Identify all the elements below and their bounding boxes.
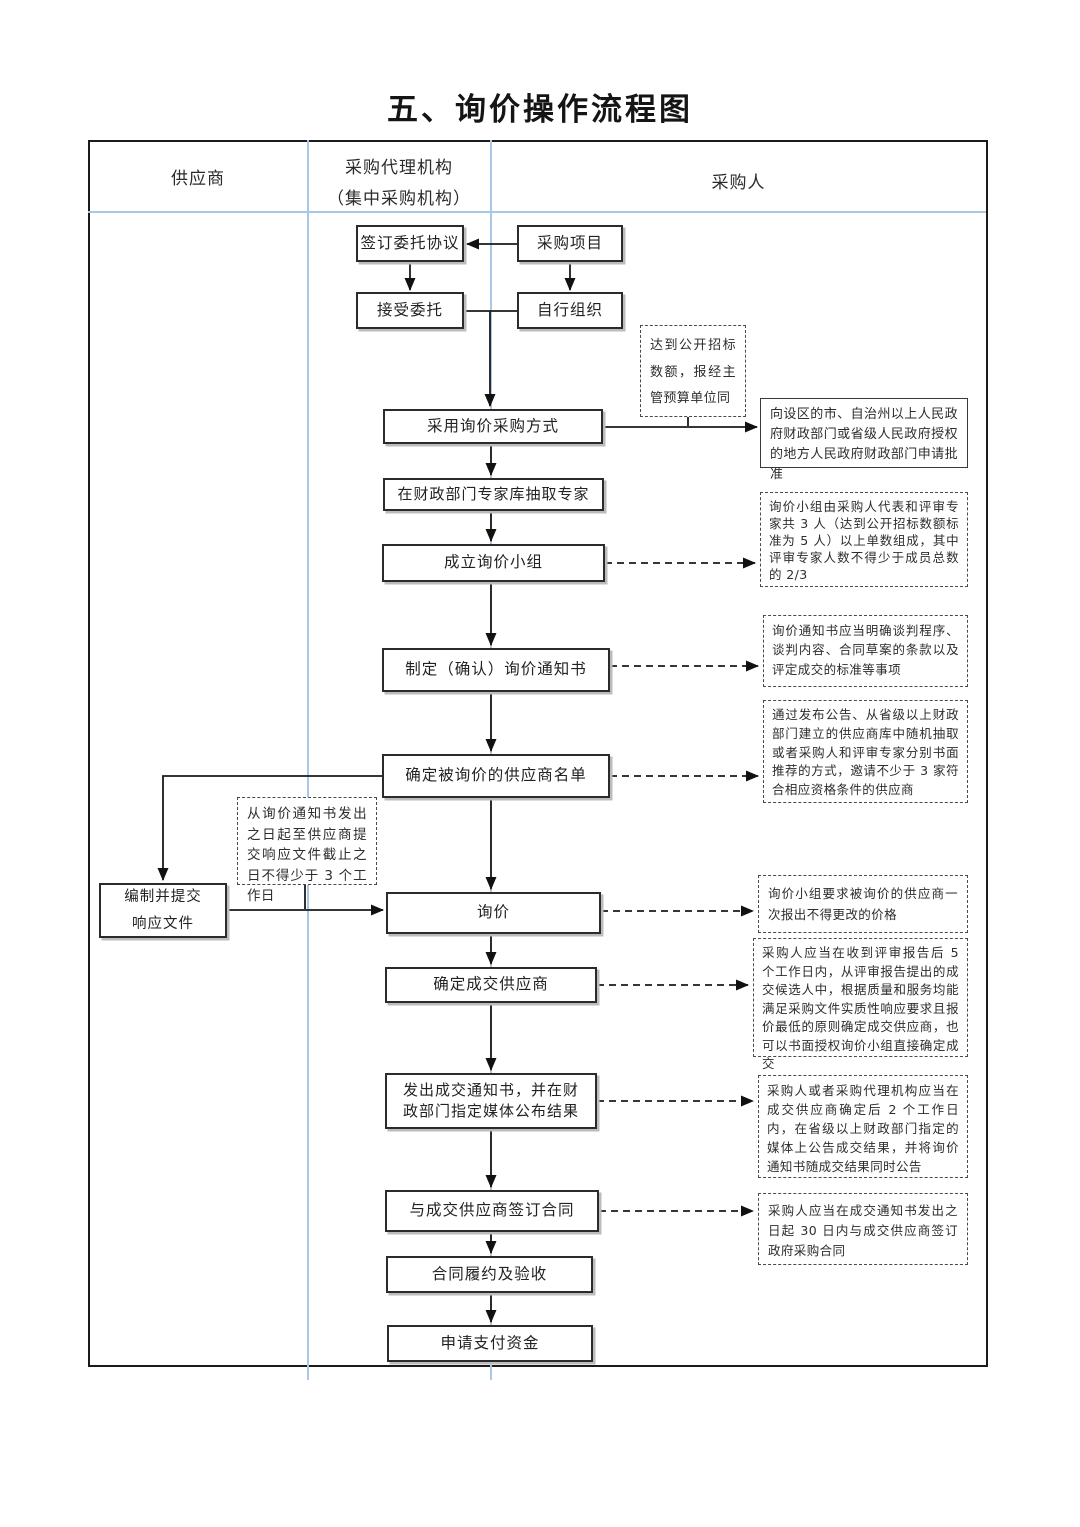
lane-label-agency: 采购代理机构 （集中采购机构） (308, 153, 490, 214)
lane-header-divider (88, 211, 986, 213)
lane-label-supplier: 供应商 (171, 169, 225, 189)
flow-box-self-organize: 自行组织 (517, 292, 623, 329)
flow-box-determine-winning-supplier: 确定成交供应商 (385, 967, 597, 1003)
flow-box-prepare-response-line1: 编制并提交 (124, 888, 202, 905)
flow-box-inquiry-label: 询价 (476, 903, 510, 922)
flow-box-form-inquiry-team: 成立询价小组 (382, 544, 605, 582)
flow-box-issue-award-notice: 发出成交通知书，并在财政部门指定媒体公布结果 (385, 1073, 597, 1129)
note-contract-deadline: 采购人应当在成交通知书发出之日起 30 日内与成交供应商签订政府采购合同 (758, 1193, 968, 1265)
lane-label-agency-line2: （集中采购机构） (327, 188, 471, 209)
note-result-announcement: 采购人或者采购代理机构应当在成交供应商确定后 2 个工作日内，在省级以上财政部门… (758, 1075, 968, 1178)
note-team-composition: 询价小组由采购人代表和评审专家共 3 人（达到公开招标数额标准为 5 人）以上单… (760, 492, 968, 587)
flow-box-contract-performance-label: 合同履约及验收 (431, 1264, 548, 1283)
flow-box-contract-performance: 合同履约及验收 (386, 1256, 593, 1293)
flow-box-form-inquiry-team-label: 成立询价小组 (443, 553, 543, 572)
flow-box-inquiry: 询价 (386, 892, 601, 934)
flow-box-sign-agreement: 签订委托协议 (356, 225, 464, 262)
flow-box-self-organize-label: 自行组织 (536, 300, 603, 319)
flow-box-determine-supplier-list-label: 确定被询价的供应商名单 (405, 766, 587, 785)
note-supplier-selection: 通过发布公告、从省级以上财政部门建立的供应商库中随机抽取或者采购人和评审专家分别… (763, 700, 968, 803)
lane-label-agency-line1: 采购代理机构 (345, 158, 453, 178)
flow-box-procurement-project-label: 采购项目 (536, 233, 603, 252)
note-apply-approval: 向设区的市、自治州以上人民政府财政部门或省级人民政府授权的地方人民政府财政部门申… (760, 398, 968, 482)
flow-box-draw-experts: 在财政部门专家库抽取专家 (383, 478, 604, 511)
flow-box-sign-contract-label: 与成交供应商签订合同 (409, 1201, 575, 1220)
note-response-deadline: 从询价通知书发出之日起至供应商提交响应文件截止之日不得少于 3 个工作日 (237, 797, 377, 904)
note-over-threshold: 达到公开招标数额，报经主管预算单位同 (640, 325, 746, 417)
flow-box-sign-contract: 与成交供应商签订合同 (385, 1190, 599, 1232)
page-title: 五、询价操作流程图 (387, 92, 693, 128)
flow-box-adopt-inquiry-method: 采用询价采购方式 (383, 409, 603, 444)
flow-box-sign-agreement-label: 签订委托协议 (360, 233, 460, 252)
flow-box-apply-payment: 申请支付资金 (387, 1325, 593, 1362)
flow-box-issue-award-notice-label: 发出成交通知书，并在财政部门指定媒体公布结果 (402, 1081, 579, 1120)
flow-box-determine-supplier-list: 确定被询价的供应商名单 (382, 754, 610, 798)
note-winner-determination: 采购人应当在收到评审报告后 5 个工作日内，从评审报告提出的成交候选人中，根据质… (753, 938, 968, 1071)
flow-box-adopt-inquiry-method-label: 采用询价采购方式 (426, 416, 559, 435)
lane-label-purchaser: 采购人 (711, 173, 766, 193)
flow-box-accept-entrustment-label: 接受委托 (376, 300, 443, 319)
flow-box-determine-winning-supplier-label: 确定成交供应商 (433, 975, 549, 994)
flow-box-apply-payment-label: 申请支付资金 (440, 1333, 540, 1352)
flow-box-make-inquiry-notice: 制定（确认）询价通知书 (382, 648, 610, 692)
diagram-frame (88, 140, 988, 1367)
lane-divider-supplier-agency (307, 140, 309, 1380)
note-one-time-quote: 询价小组要求被询价的供应商一次报出不得更改的价格 (758, 875, 968, 933)
flow-box-prepare-response-line2: 响应文件 (132, 916, 194, 932)
flow-box-prepare-response: 编制并提交 响应文件 (99, 883, 227, 938)
flow-box-make-inquiry-notice-label: 制定（确认）询价通知书 (405, 660, 587, 679)
note-notice-content: 询价通知书应当明确谈判程序、谈判内容、合同草案的条款以及评定成交的标准等事项 (763, 615, 968, 687)
flow-box-accept-entrustment: 接受委托 (356, 292, 464, 329)
flow-box-procurement-project: 采购项目 (517, 225, 623, 262)
flow-box-draw-experts-label: 在财政部门专家库抽取专家 (397, 485, 590, 503)
